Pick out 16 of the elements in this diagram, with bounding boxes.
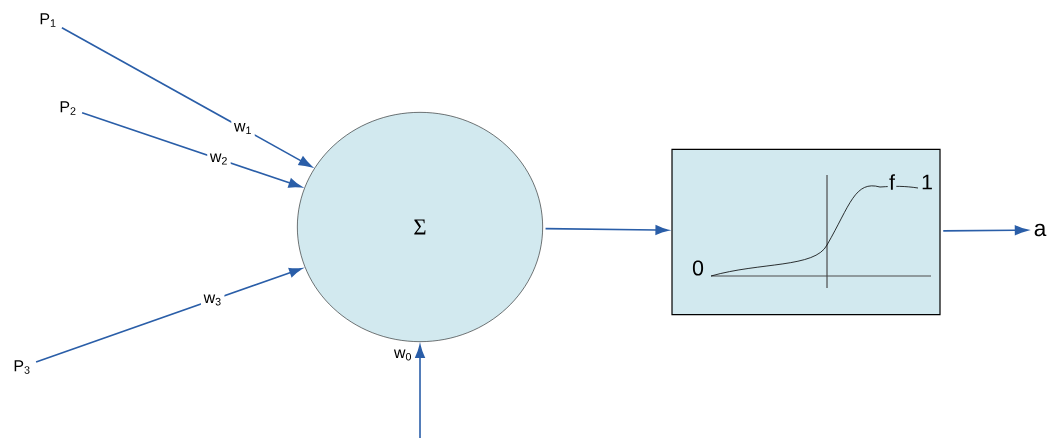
graph-label: f [887,172,897,192]
input-label: P$_{3}$ [14,360,30,374]
weight-label: w$_{3}$ [200,291,225,309]
arrow [415,344,425,439]
activation-box [671,148,941,316]
weight-label: w$_{1}$ [231,120,255,137]
input-label: P$_{2}$ [60,101,76,115]
weight-label: w$_{0}$ [391,346,415,364]
arrow [544,225,669,235]
input-label: a [1034,223,1047,237]
arrow [35,267,303,363]
arrow [61,26,312,168]
arrow [81,111,302,188]
input-label: P$_{1}$ [40,13,56,27]
arrow [942,225,1028,236]
weight-label: w$_{2}$ [207,150,231,168]
